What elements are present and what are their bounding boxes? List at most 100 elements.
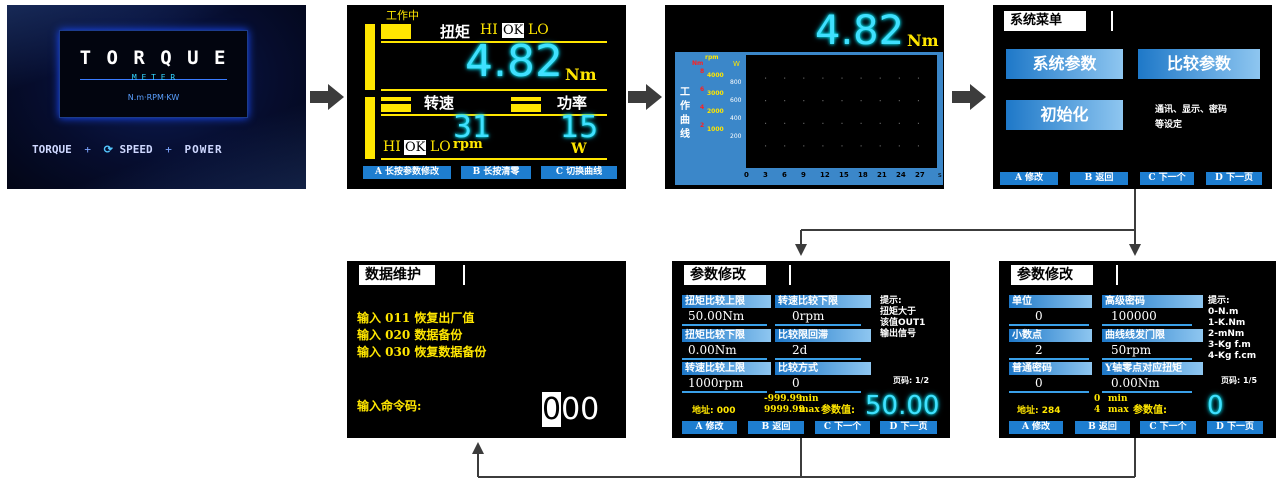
torque-top-block [381, 24, 411, 39]
data-maintenance-screen: 数据维护 输入 011 恢复出厂值 输入 020 数据备份 输入 030 恢复数… [347, 261, 626, 438]
logo-title: T O R Q U E [79, 47, 228, 69]
param-label: 比较限回滞 [775, 329, 871, 342]
grid-dot [841, 77, 843, 79]
min-label: min [1108, 394, 1128, 404]
next-button[interactable]: C 下一个 [1140, 172, 1194, 185]
back-button[interactable]: B 返回 [748, 421, 804, 434]
hint-line: 输出信号 [880, 329, 917, 339]
side-label: 工 作 曲 线 [680, 86, 692, 142]
w-tick: 600 [730, 97, 742, 104]
param-value-label: 参数值: [1133, 405, 1167, 416]
x-tick: 27 [915, 171, 925, 179]
param-value[interactable]: 2d [792, 343, 808, 357]
command-code-input[interactable]: 000 [542, 392, 599, 427]
data-maint-title: 数据维护 [359, 265, 435, 285]
code-cursor-digit: 0 [542, 392, 562, 427]
value-underline [1009, 391, 1089, 393]
hint-line: 提示: [1208, 296, 1230, 306]
x-tick: 6 [782, 171, 787, 179]
param-value[interactable]: 50rpm [1111, 343, 1152, 357]
param-value[interactable]: 0.00Nm [688, 343, 737, 357]
long-press-edit-button[interactable]: A 长按参数修改 [363, 166, 451, 179]
grid-dot [822, 77, 824, 79]
param-value[interactable]: 1000rpm [688, 376, 744, 390]
edit-button[interactable]: A 修改 [1009, 421, 1063, 434]
back-button[interactable]: B 返回 [1070, 172, 1128, 185]
lo-label: LO [528, 22, 549, 38]
initialize-button[interactable]: 初始化 [1006, 100, 1123, 130]
param-value-display: 50.00 [865, 391, 940, 421]
logo-line [80, 79, 227, 80]
min-label: min [799, 394, 819, 404]
power-value: 15 [560, 110, 599, 145]
param-value[interactable]: 0 [1035, 376, 1043, 390]
hi-label: HI [480, 22, 498, 38]
grid-dot [784, 145, 786, 147]
grid-dot [860, 77, 862, 79]
command-line: 输入 020 数据备份 [357, 328, 463, 342]
arrow-right-icon [310, 84, 344, 114]
grid-dot [917, 100, 919, 102]
param-value[interactable]: 50.00Nm [688, 309, 745, 323]
param-edit-compare-screen: 参数修改 扭矩比较上限 50.00Nm 转速比较下限 0rpm 扭矩比较下限 0… [672, 261, 950, 438]
grid-dot [765, 145, 767, 147]
next-page-button[interactable]: D 下一页 [1207, 421, 1263, 434]
value-underline [775, 358, 861, 360]
switch-curve-button[interactable]: C 切换曲线 [541, 166, 617, 179]
grid-dot [841, 100, 843, 102]
grid-dot [803, 145, 805, 147]
arrow-right-icon [952, 84, 986, 114]
side-label-char: 曲 [680, 115, 690, 126]
grid-dot [898, 100, 900, 102]
next-page-button[interactable]: D 下一页 [880, 421, 937, 434]
nm-tick: 4 [700, 104, 705, 111]
param-value[interactable]: 100000 [1111, 309, 1157, 323]
axis-nm-label: Nm [692, 60, 704, 67]
param-value[interactable]: 0 [1035, 309, 1043, 323]
hint-line: 1-K.Nm [1208, 318, 1246, 328]
rpm-tick: 2000 [707, 108, 724, 115]
param-value[interactable]: 0 [792, 376, 800, 390]
hint-line: 4-Kg f.cm [1208, 351, 1257, 361]
param-value-display: 0 [1207, 391, 1224, 421]
page-indicator: 页码: 1/2 [893, 376, 930, 385]
param-title: 参数修改 [684, 265, 766, 285]
param-value[interactable]: 2 [1035, 343, 1043, 357]
param-value[interactable]: 0rpm [792, 309, 825, 323]
compare-params-button[interactable]: 比较参数 [1138, 49, 1260, 79]
value-underline [682, 391, 767, 393]
next-button[interactable]: C 下一个 [1140, 421, 1196, 434]
param-value[interactable]: 0.00Nm [1111, 376, 1160, 390]
x-tick: 24 [896, 171, 906, 179]
grid-dot [917, 145, 919, 147]
value-underline [1102, 324, 1192, 326]
bottom-line [381, 158, 607, 160]
speed-value: 31 [453, 110, 492, 145]
axis-rpm-label: rpm [705, 54, 719, 61]
ok-label: OK [502, 23, 525, 38]
rpm-tick: 1000 [707, 126, 724, 133]
edit-button[interactable]: A 修改 [682, 421, 737, 434]
next-button[interactable]: C 下一个 [815, 421, 870, 434]
back-button[interactable]: B 返回 [1075, 421, 1130, 434]
param-label: 小数点 [1009, 329, 1092, 342]
connector-arrowheads [472, 244, 1141, 454]
curve-unit: Nm [907, 31, 939, 50]
long-press-zero-button[interactable]: B 长按清零 [461, 166, 531, 179]
param-label: 高级密码 [1102, 295, 1203, 308]
arrow-right-icon [628, 84, 662, 114]
grid-dot [879, 77, 881, 79]
x-unit: s [938, 171, 942, 179]
param-title: 参数修改 [1011, 265, 1093, 285]
w-tick: 400 [730, 115, 742, 122]
value-underline [682, 358, 767, 360]
x-tick: 18 [858, 171, 868, 179]
x-tick: 9 [801, 171, 806, 179]
grid-dot [803, 77, 805, 79]
speed-top-block-2 [381, 104, 411, 112]
system-params-button[interactable]: 系统参数 [1006, 49, 1123, 79]
next-page-button[interactable]: D 下一页 [1206, 172, 1262, 185]
power-unit: W [571, 141, 587, 157]
edit-button[interactable]: A 修改 [1000, 172, 1058, 185]
